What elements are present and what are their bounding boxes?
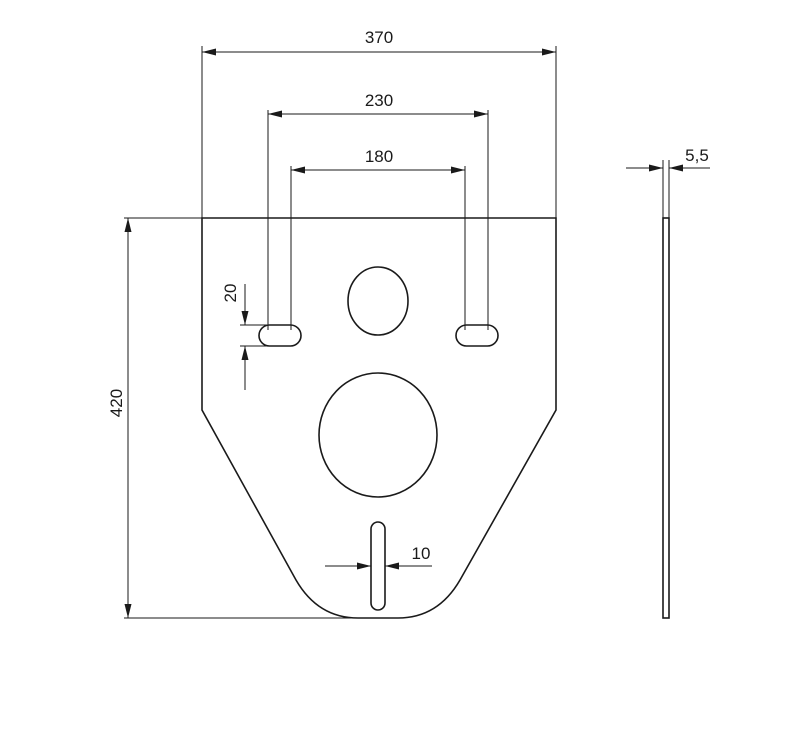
large-oval-opening [318, 372, 438, 498]
plate-outline [201, 217, 557, 619]
dimension-thickness: 5,5 [626, 146, 710, 218]
dimension-label-5-5: 5,5 [685, 146, 709, 165]
dimension-inner-slot-spacing: 180 [290, 147, 466, 330]
dimension-label-370: 370 [365, 28, 393, 47]
dimension-label-180: 180 [365, 147, 393, 166]
dimension-label-20: 20 [221, 284, 240, 303]
dimension-label-10: 10 [412, 544, 431, 563]
dimension-label-420: 420 [107, 389, 126, 417]
dimension-plate-height: 420 [107, 217, 370, 619]
dimension-slot-height: 20 [221, 284, 270, 390]
dimension-bottom-slot-width: 10 [325, 544, 432, 570]
right-mounting-slot [455, 324, 499, 347]
side-profile [662, 217, 670, 619]
dimension-overall-width: 370 [201, 28, 557, 218]
upper-oval-opening [347, 266, 409, 336]
dimension-label-230: 230 [365, 91, 393, 110]
bottom-vertical-slot [370, 521, 386, 611]
dimension-outer-slot-spacing: 230 [267, 91, 489, 330]
plate-front-view [201, 217, 557, 619]
plate-side-view [662, 217, 670, 619]
left-mounting-slot [258, 324, 302, 347]
